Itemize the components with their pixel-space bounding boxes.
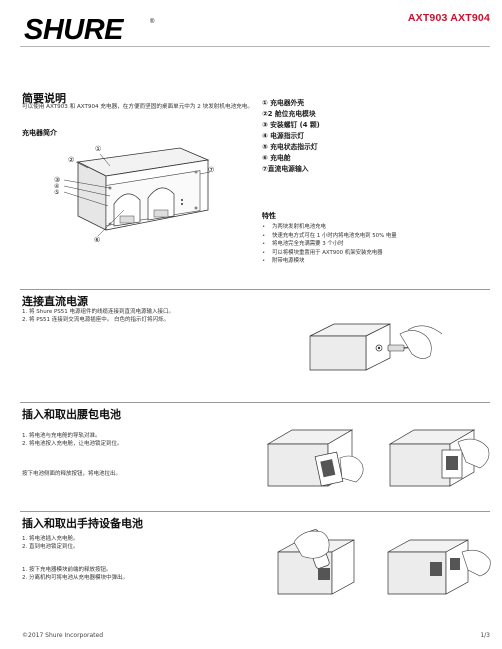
- section-rule: [20, 402, 490, 403]
- bodypack-title: 插入和取出腰包电池: [22, 408, 121, 421]
- component-item: ②2 舱位充电模块: [262, 110, 316, 118]
- feature-item: 附带电源模块: [262, 257, 397, 266]
- charger-diagram: ① ② ③ ④ ⑤ ⑥ ⑦: [40, 138, 220, 248]
- step-item: 1. 将 Shure PS51 电源组件的线缆连接到直流电源输入接口。: [22, 309, 175, 315]
- features-list: 为两块发射机电池充电 快速充电方式可在 1 小时内将电池充电到 50% 电量 将…: [262, 223, 397, 266]
- overview-title: 简要说明: [22, 92, 66, 105]
- charger-heading: 充电器简介: [22, 129, 57, 137]
- callout-6: ⑥: [94, 236, 100, 244]
- feature-item: 可以将模块重置用于 AXT900 机架安装充电器: [262, 249, 397, 258]
- step-item: 2. 分离机构可将电池从充电器模块中弹出。: [22, 575, 128, 582]
- step-item: 1. 将电池与充电舱的导轨对准。: [22, 433, 101, 439]
- dc-steps: 1. 将 Shure PS51 电源组件的线缆连接到直流电源输入接口。 2. 将…: [22, 308, 174, 324]
- component-item: ⑤ 充电状态指示灯: [262, 143, 318, 151]
- component-item: ④ 电源指示灯: [262, 132, 305, 140]
- step-item: 2. 直到电池锁定到位。: [22, 544, 79, 551]
- handheld-remove-steps: 1. 按下充电器模块前端的释放按钮。 2. 分离机构可将电池从充电器模块中弹出。: [22, 566, 128, 582]
- bodypack-illustration: [262, 414, 498, 498]
- feature-item: 快速充电方式可在 1 小时内将电池充电到 50% 电量: [262, 232, 397, 241]
- callout-4: ④: [54, 183, 59, 190]
- bodypack-steps: 1. 将电池与充电舱的导轨对准。 2. 将电池按入充电舱，让电池锁定到位。: [22, 432, 123, 448]
- handheld-illustration: [270, 522, 496, 600]
- handheld-title: 插入和取出手持设备电池: [22, 517, 143, 530]
- copyright: ©2017 Shure Incorporated: [22, 632, 104, 639]
- callout-2: ②: [68, 156, 74, 164]
- section-rule: [20, 289, 490, 290]
- component-item: ⑥ 充电舱: [262, 154, 291, 162]
- feature-item: 将电池完全充满需要 3 个小时: [262, 240, 397, 249]
- step-item: 2. 将电池按入充电舱，让电池锁定到位。: [22, 441, 123, 448]
- feature-item: 为两块发射机电池充电: [262, 223, 397, 232]
- component-item: ③ 安装螺钉 (4 颗): [262, 121, 320, 129]
- header-rule: [20, 46, 490, 47]
- callout-1: ①: [95, 145, 101, 153]
- callout-7: ⑦: [208, 166, 214, 174]
- model-number: AXT903 AXT904: [407, 12, 490, 24]
- features-title: 特性: [262, 212, 276, 220]
- component-item: ⑦直流电源输入: [262, 165, 309, 173]
- handheld-insert-steps: 1. 将电池插入充电舱。 2. 直到电池锁定到位。: [22, 535, 79, 551]
- callout-5: ⑤: [54, 189, 59, 196]
- dc-title: 连接直流电源: [22, 295, 88, 308]
- overview-description: 可以使用 AXT903 和 AXT904 充电器，在方便而坚固的桌面单元中为 2…: [22, 104, 253, 110]
- component-list: ① 充电器外壳 ②2 舱位充电模块 ③ 安装螺钉 (4 颗) ④ 电源指示灯 ⑤…: [262, 98, 320, 175]
- shure-logo: SHURE ®: [22, 12, 162, 46]
- step-item: 1. 将电池插入充电舱。: [22, 536, 79, 542]
- svg-text:®: ®: [150, 18, 155, 25]
- step-item: 2. 将 PS51 连接到交流电源插座中。 白色的指示灯将闪烁。: [22, 317, 170, 324]
- dc-connection-illustration: [308, 304, 448, 376]
- shure-logo-text: SHURE: [24, 14, 125, 46]
- callout-3: ③: [54, 176, 60, 184]
- section-rule: [20, 511, 490, 512]
- component-item: ① 充电器外壳: [262, 99, 305, 107]
- step-item: 1. 按下充电器模块前端的释放按钮。: [22, 567, 112, 573]
- bodypack-note: 按下电池侧面的释放按钮，将电池拉出。: [22, 471, 122, 477]
- page-number: 1/3: [480, 632, 490, 639]
